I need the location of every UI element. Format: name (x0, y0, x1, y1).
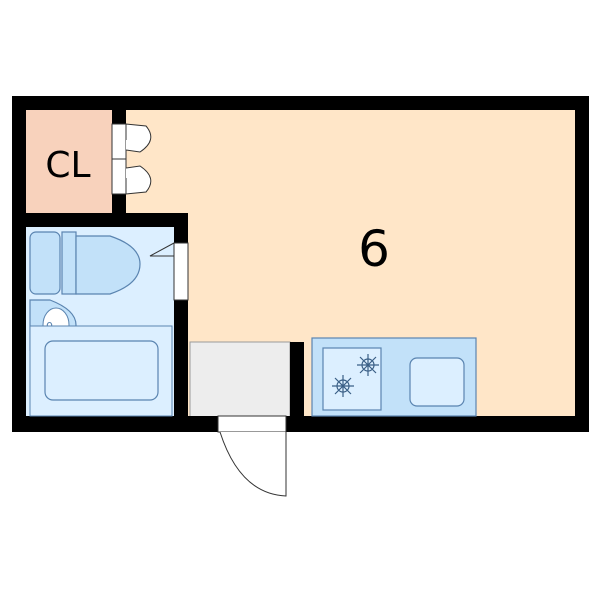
wall-bottom-left (12, 416, 218, 432)
wall-bottom-right (286, 416, 589, 432)
closet-floor (25, 108, 113, 213)
burner-icon (357, 354, 379, 376)
entrance-door-swing (219, 431, 287, 497)
toilet (29, 231, 141, 295)
wall-top (12, 96, 589, 110)
wall-closet-bottom (12, 213, 188, 227)
kitchen-counter (311, 337, 477, 417)
bath-door (173, 242, 189, 301)
kitchen-sink (409, 357, 465, 407)
closet-door-swing-2 (125, 165, 152, 195)
bath-door-swing (149, 242, 175, 257)
wall-bath-right-top (174, 213, 188, 243)
closet-door-bottom (111, 158, 127, 195)
burner-icon (332, 375, 354, 397)
closet-door-swing-1 (125, 123, 152, 153)
stove (322, 347, 382, 411)
wall-entry-right (290, 342, 304, 418)
bathtub (29, 325, 173, 417)
wall-closet-right-lower (112, 194, 126, 218)
closet-door-top (111, 123, 127, 160)
wall-bath-right-bottom (174, 300, 188, 432)
entrance-floor (189, 341, 291, 419)
entrance-door-frame (217, 415, 287, 433)
wall-closet-right (112, 96, 126, 124)
wall-right (575, 96, 589, 432)
closet-label: CL (45, 145, 90, 186)
room-size-label: 6 (358, 220, 390, 278)
wall-left (12, 96, 26, 432)
